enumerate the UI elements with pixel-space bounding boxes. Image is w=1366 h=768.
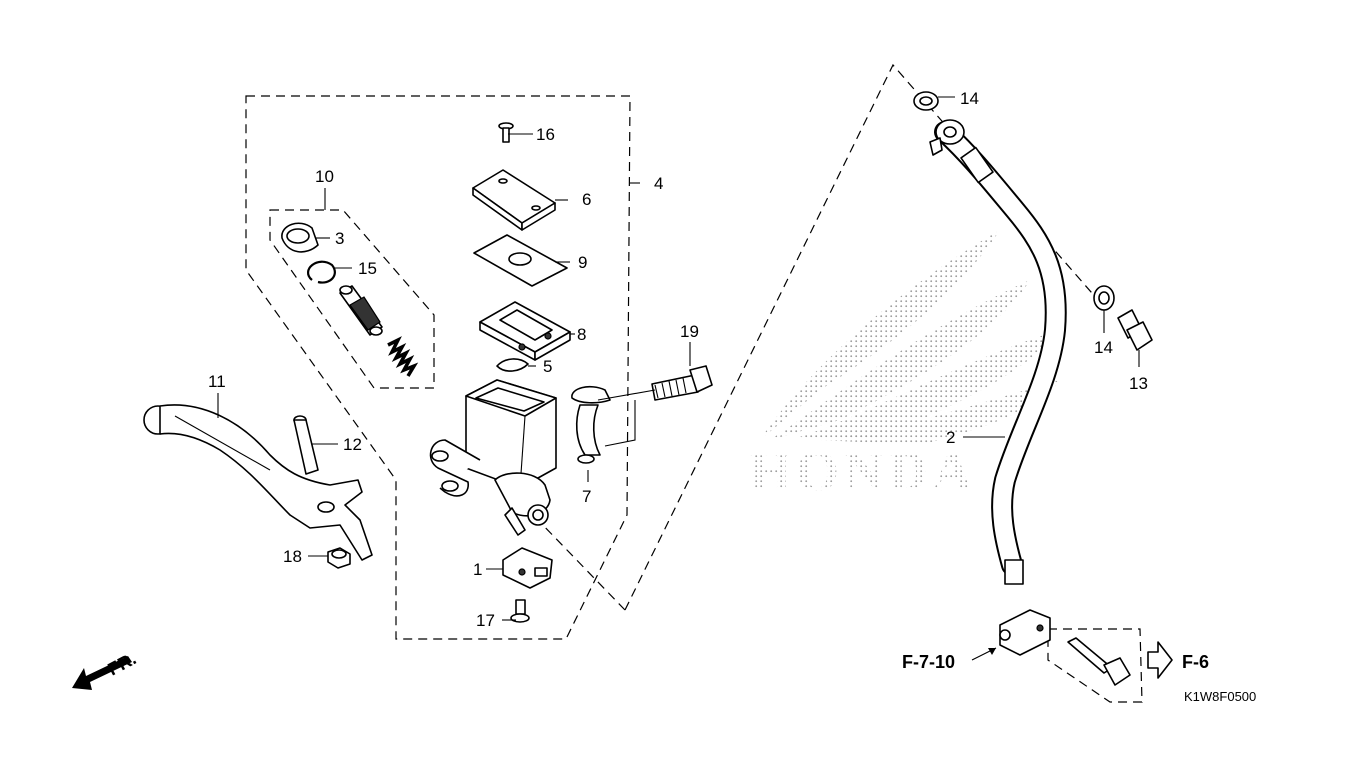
oil-bolt-13 bbox=[1117, 309, 1153, 351]
master-cylinder-body bbox=[429, 379, 557, 536]
label-11: 11 bbox=[208, 372, 226, 391]
honda-wing-watermark: HONDA bbox=[748, 230, 1060, 503]
label-19: 19 bbox=[680, 322, 699, 341]
front-arrow-icon bbox=[72, 656, 132, 690]
label-8: 8 bbox=[577, 325, 586, 344]
label-5: 5 bbox=[543, 357, 552, 376]
label-7: 7 bbox=[582, 487, 591, 506]
holder-7 bbox=[571, 386, 611, 464]
front-label: FR. bbox=[104, 648, 139, 679]
washer-14-top bbox=[913, 91, 939, 111]
master-cylinder-assy-boundary bbox=[245, 95, 631, 640]
brake-hose-2 bbox=[929, 119, 1067, 656]
pivot-bolt-12 bbox=[293, 415, 319, 475]
diagram-code: K1W8F0500 bbox=[1184, 689, 1256, 704]
piston bbox=[339, 285, 383, 336]
diaphragm-8 bbox=[479, 301, 571, 361]
bolt-19 bbox=[651, 365, 713, 401]
label-2: 2 bbox=[946, 428, 955, 447]
bolt-f6-boundary bbox=[1047, 628, 1143, 703]
ref-f-7-10: F-7-10 bbox=[902, 652, 955, 672]
hose-group-boundary-return bbox=[537, 519, 626, 611]
seal-3 bbox=[281, 222, 319, 253]
label-14-top: 14 bbox=[960, 89, 979, 108]
reservoir-cap-6 bbox=[472, 169, 556, 231]
ref-f-6: F-6 bbox=[1182, 652, 1209, 672]
label-12: 12 bbox=[343, 435, 362, 454]
brake-switch-1 bbox=[502, 547, 553, 589]
flange-bolt bbox=[1067, 637, 1131, 686]
screw-16 bbox=[498, 122, 514, 143]
label-16: 16 bbox=[536, 125, 555, 144]
brake-lever-11 bbox=[143, 404, 373, 561]
float-5 bbox=[496, 358, 529, 372]
honda-watermark-text: HONDA bbox=[748, 441, 976, 503]
piston-set-boundary bbox=[269, 209, 435, 389]
label-1: 1 bbox=[473, 560, 482, 579]
label-9: 9 bbox=[578, 253, 587, 272]
diaphragm-plate-9 bbox=[473, 234, 568, 287]
label-14-lower: 14 bbox=[1094, 338, 1113, 357]
spring bbox=[387, 336, 419, 377]
label-10: 10 bbox=[315, 167, 334, 186]
circlip-15 bbox=[307, 260, 336, 284]
washer-14-lower bbox=[1093, 285, 1115, 311]
nut-18 bbox=[327, 547, 351, 569]
label-3: 3 bbox=[335, 229, 344, 248]
screw-17 bbox=[510, 599, 530, 623]
label-17: 17 bbox=[476, 611, 495, 630]
label-18: 18 bbox=[283, 547, 302, 566]
f6-arrow-icon bbox=[1147, 641, 1173, 679]
label-6: 6 bbox=[582, 190, 591, 209]
label-13: 13 bbox=[1129, 374, 1148, 393]
label-15: 15 bbox=[358, 259, 377, 278]
label-4: 4 bbox=[654, 174, 663, 193]
